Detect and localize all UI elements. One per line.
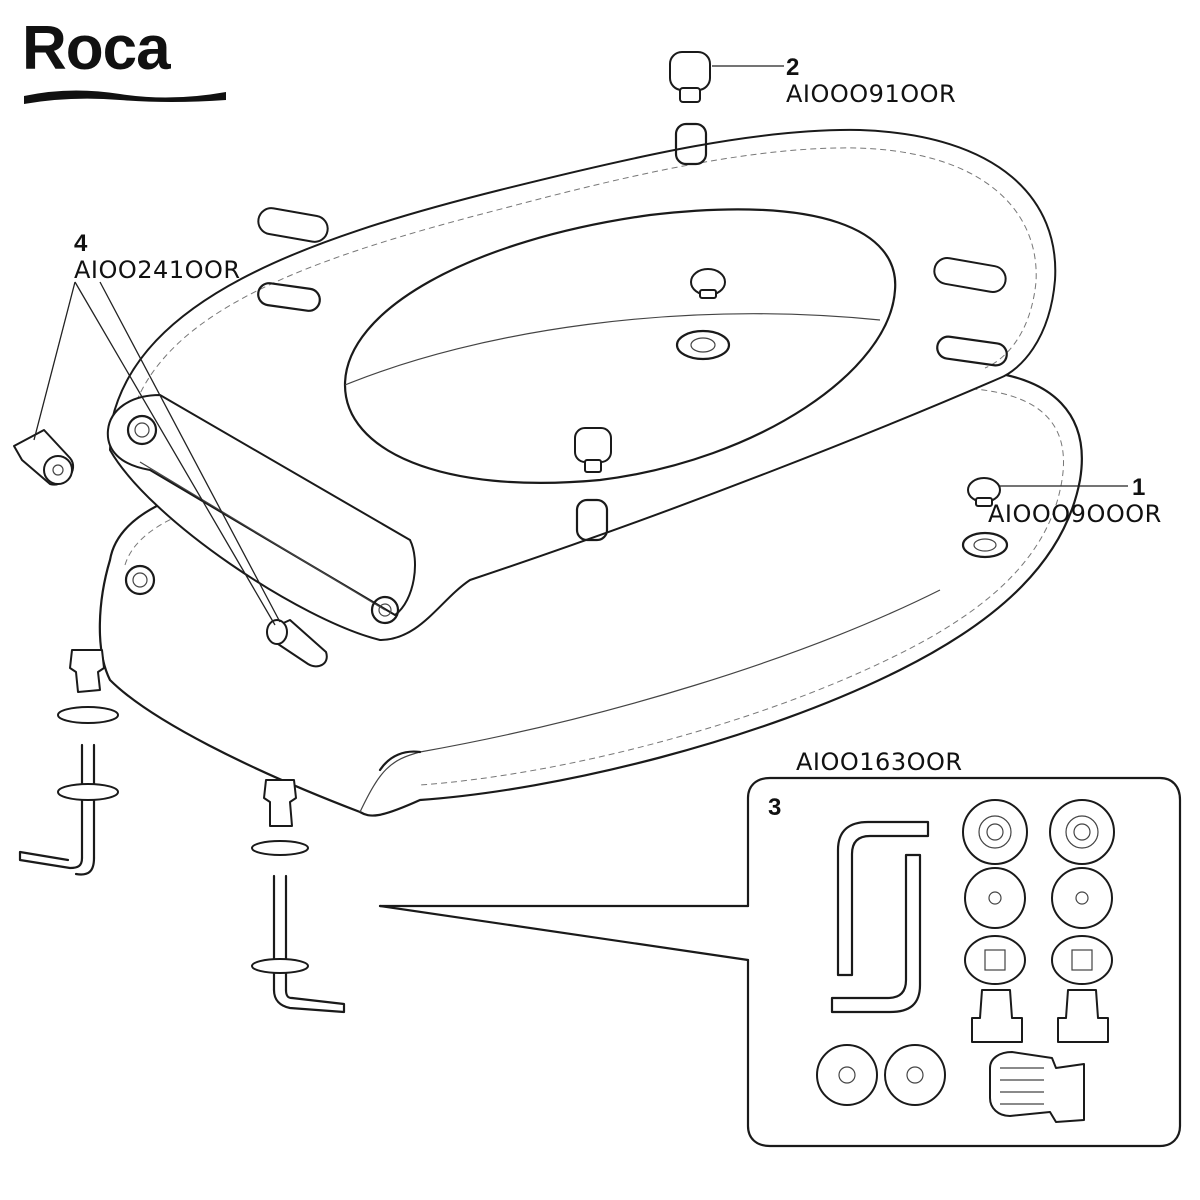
kit-hinge-block: [989, 1051, 1085, 1123]
fixing-set-left: [18, 649, 119, 876]
logo-wave: [24, 90, 226, 104]
part-1-pad: [967, 477, 1128, 507]
part-2-code: AIOOO91OOR: [786, 80, 957, 108]
kit-bolts: [830, 820, 930, 1014]
part-4-pins: [13, 281, 328, 668]
kit-callout-box: [378, 776, 1182, 1148]
part-3-number: 3: [768, 794, 782, 821]
lid-pads: [574, 268, 726, 473]
part-3-code: AIOO163OOR: [796, 748, 963, 776]
seat-lid: [106, 122, 1057, 641]
roca-logo: Roca: [22, 14, 171, 83]
kit-washers: [816, 799, 1115, 1106]
part-1-number: 1: [1132, 474, 1146, 501]
fixing-set-middle: [251, 779, 346, 1014]
part-4-code: AIOO241OOR: [74, 256, 241, 284]
part-4-number: 4: [74, 230, 88, 257]
part-2-number: 2: [786, 54, 800, 81]
part-2-bumper: [669, 51, 784, 103]
part-1-code: AIOOO9OOOR: [988, 500, 1162, 528]
kit-nuts: [971, 989, 1109, 1043]
